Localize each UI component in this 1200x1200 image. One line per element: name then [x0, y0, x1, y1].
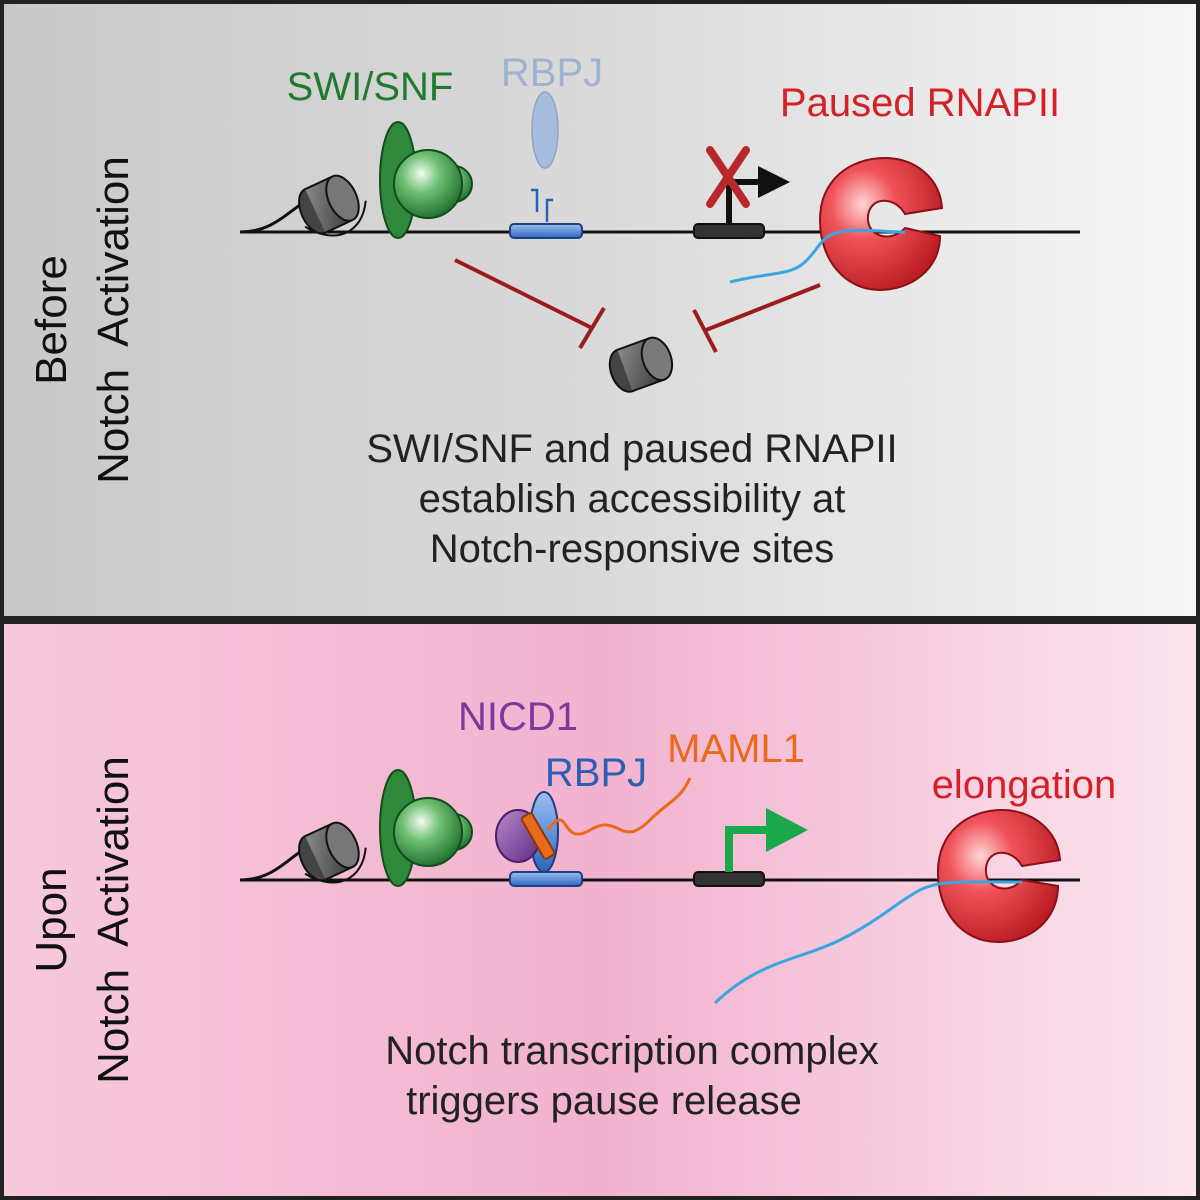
nicd1-label: NICD1 — [458, 695, 578, 739]
swisnf-complex-upon — [379, 769, 473, 887]
rbpj-binding-site-upon — [509, 871, 583, 887]
panel-before-side-label-line2: Notch Activation — [89, 156, 138, 484]
panel-before-caption-line3: Notch-responsive sites — [430, 527, 835, 571]
free-nucleosome — [608, 336, 674, 393]
nucleosome — [298, 174, 367, 237]
panel-before-caption-line2: establish accessibility at — [419, 477, 846, 521]
rnapii-paused — [729, 156, 944, 292]
tss-arrowhead-blocked — [758, 166, 790, 198]
panel-upon: Upon Notch Activation NICD1 — [0, 620, 1200, 1200]
rbpj-label: RBPJ — [545, 751, 647, 795]
elongation-label: elongation — [932, 763, 1117, 807]
rbpj-binding-site — [509, 223, 583, 239]
dna-wrap-upon — [239, 850, 301, 882]
tss-arrow-active — [725, 826, 768, 872]
swisnf-label: SWI/SNF — [287, 65, 454, 109]
panel-upon-caption-line2: triggers pause release — [406, 1079, 802, 1123]
rbpj-faded-label: RBPJ — [501, 51, 603, 95]
swisnf-complex — [379, 121, 473, 239]
inhibition-arrow-right — [692, 283, 821, 353]
panel-upon-side-label-line1: Upon — [27, 867, 76, 972]
panel-upon-caption-line1: Notch transcription complex — [385, 1029, 879, 1073]
panel-before-side-label-line1: Before — [27, 255, 76, 385]
notch-transcription-complex — [495, 777, 692, 873]
rnapii-paused-label: Paused RNAPII — [780, 81, 1060, 125]
panel-before-caption-line1: SWI/SNF and paused RNAPII — [366, 427, 897, 471]
nucleosome-upon — [298, 821, 367, 884]
maml1-label: MAML1 — [667, 727, 805, 771]
promoter-active — [693, 871, 765, 887]
blocked-x-icon — [706, 146, 750, 208]
promoter-blocked — [693, 223, 765, 239]
inhibition-arrow-left — [454, 258, 606, 350]
panel-before: Before Notch Activation SWI/SNF RBPJ — [0, 0, 1200, 620]
dna-wrap — [239, 203, 301, 234]
rbpj-faded — [531, 91, 559, 222]
panel-before-background — [0, 0, 1200, 620]
tss-arrowhead-active — [766, 808, 808, 852]
rnapii-elongating — [713, 808, 1062, 1005]
panel-upon-side-label-line2: Notch Activation — [89, 756, 138, 1084]
